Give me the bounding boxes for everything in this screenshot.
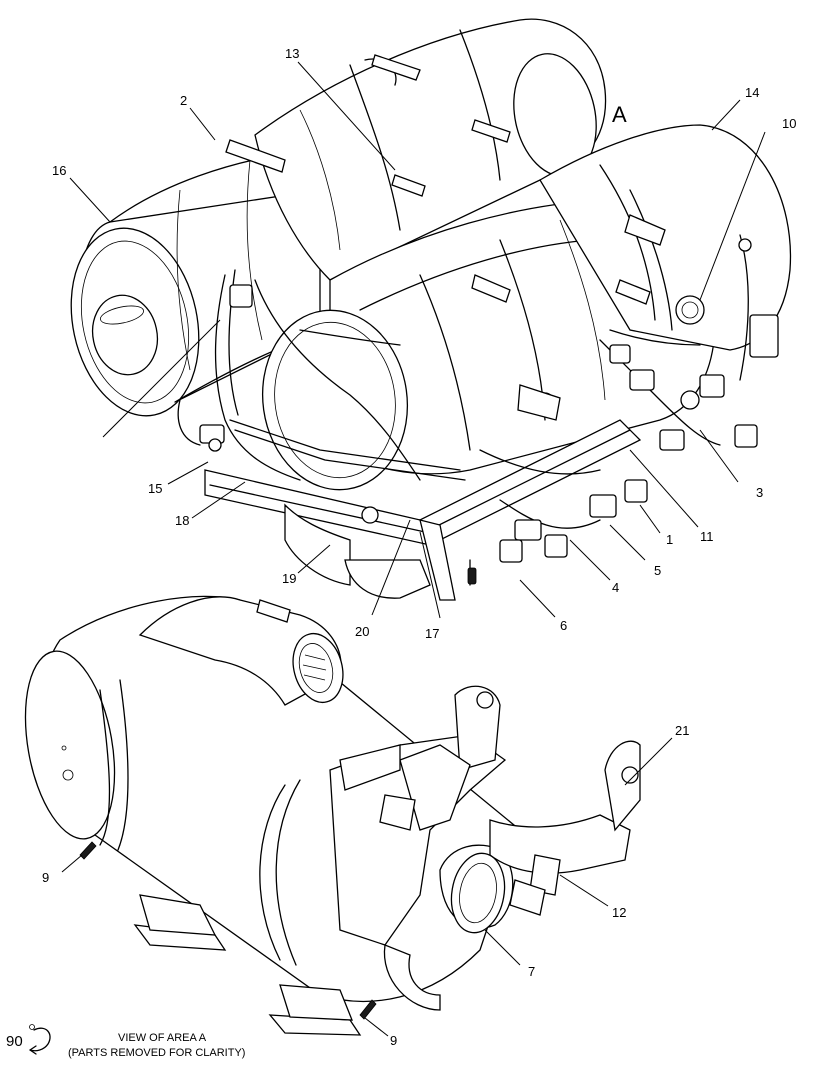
harness-and-tubes xyxy=(177,234,779,586)
callout-20: 20 xyxy=(355,624,369,639)
callout-10: 10 xyxy=(782,116,796,131)
callout-16: 16 xyxy=(52,163,66,178)
lower-frame xyxy=(204,419,642,601)
caption-line-2: (PARTS REMOVED FOR CLARITY) xyxy=(68,1047,245,1059)
callout-6: 6 xyxy=(560,618,567,633)
callout-5: 5 xyxy=(654,563,661,578)
callout-9-bottom: 9 xyxy=(390,1033,397,1048)
callout-13: 13 xyxy=(285,46,299,61)
callout-19: 19 xyxy=(282,571,296,586)
callout-2: 2 xyxy=(180,93,187,108)
callout-3: 3 xyxy=(756,485,763,500)
callout-1: 1 xyxy=(666,532,673,547)
mount-feet xyxy=(79,841,377,1036)
rotation-arrow-icon xyxy=(29,1027,51,1052)
cylinder-16 xyxy=(70,149,331,417)
upper-assembly xyxy=(70,18,792,601)
area-label-a: A xyxy=(612,102,627,127)
rotation-symbol: 90 xyxy=(6,1024,51,1055)
callout-4: 4 xyxy=(612,580,619,595)
support-bracket xyxy=(329,685,641,1011)
duct-elbow xyxy=(138,596,344,706)
callout-11: 11 xyxy=(700,529,714,544)
lower-view-area-a xyxy=(24,595,641,1036)
leader-lines xyxy=(61,61,766,1037)
callout-21: 21 xyxy=(675,723,689,738)
callout-14: 14 xyxy=(745,85,759,100)
caption-line-1: VIEW OF AREA A xyxy=(118,1032,207,1044)
callout-labels: 2 13 16 14 10 A 15 18 19 20 17 6 4 5 1 1… xyxy=(42,46,796,1048)
view-caption: VIEW OF AREA A (PARTS REMOVED FOR CLARIT… xyxy=(68,1032,245,1059)
callout-15: 15 xyxy=(148,481,162,496)
callout-12: 12 xyxy=(612,905,626,920)
cylinder-13 xyxy=(225,18,607,281)
callout-18: 18 xyxy=(175,513,189,528)
callout-17: 17 xyxy=(425,626,439,641)
cylinder-14 xyxy=(539,124,792,351)
rotation-label: 90 xyxy=(6,1033,23,1050)
callout-7: 7 xyxy=(528,964,535,979)
callout-9-left: 9 xyxy=(42,870,49,885)
